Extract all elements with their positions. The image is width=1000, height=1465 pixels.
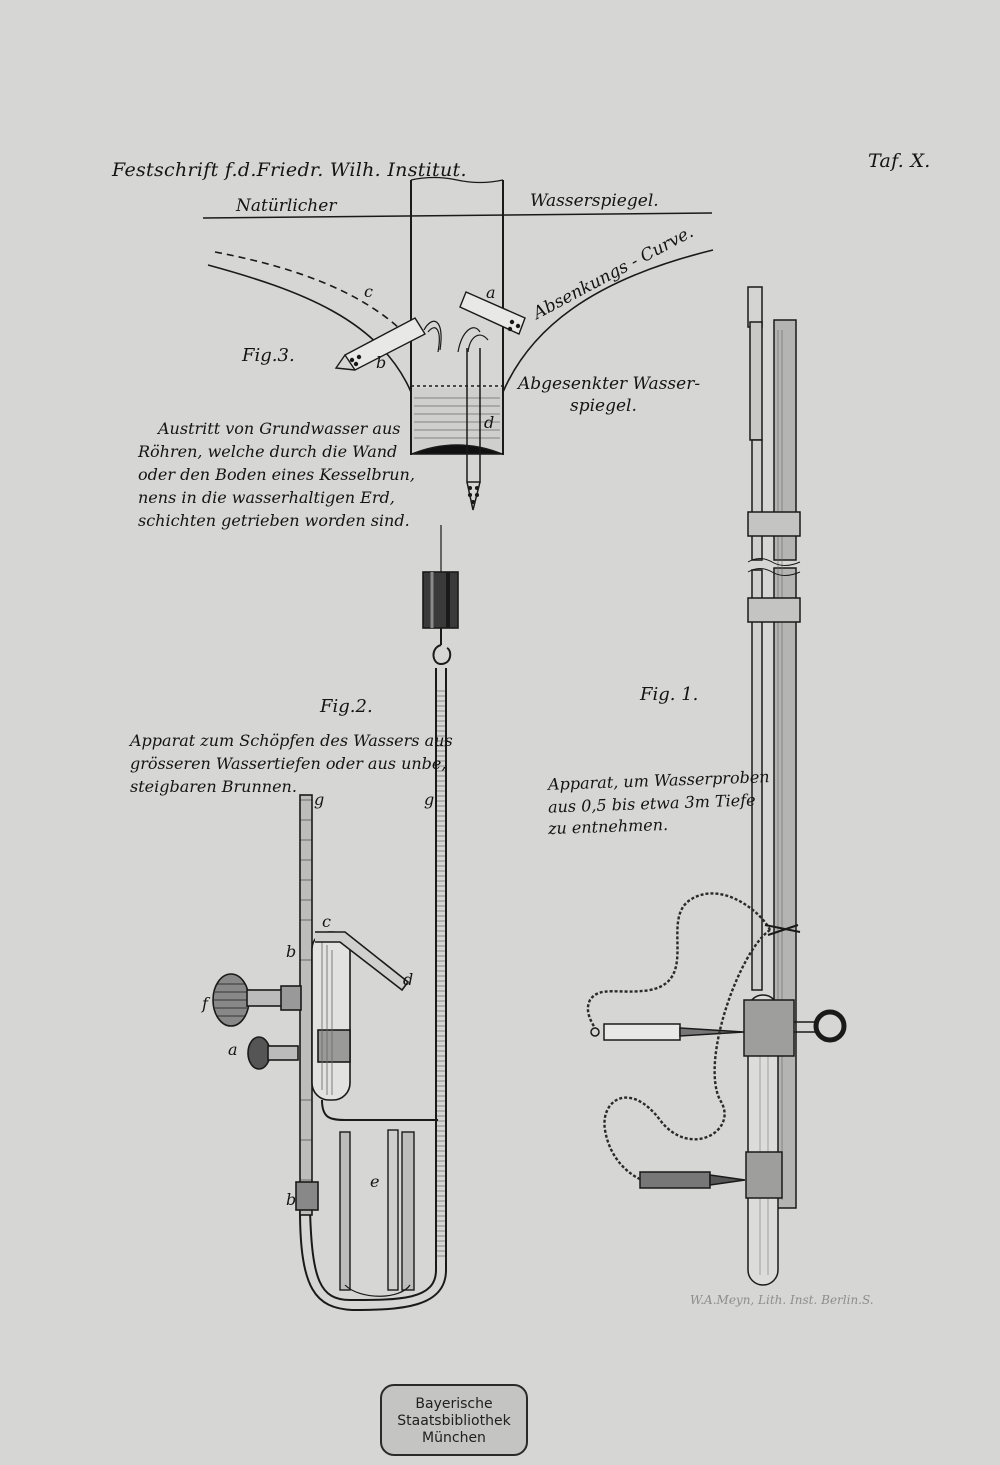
stamp-line: Bayerische xyxy=(415,1396,493,1412)
fig2-letter-b-upper: b xyxy=(286,942,297,961)
pipe-b xyxy=(334,317,426,371)
well-shaft-top-break xyxy=(410,176,504,184)
natural-water-level-label-left: Natürlicher xyxy=(236,196,337,216)
lowered-water-level-label: Abgesenkter Wasser- xyxy=(518,374,701,394)
fig1-drawing xyxy=(586,286,847,1286)
sample-tube xyxy=(747,994,779,1286)
lithographer-credit: W.A.Meyn, Lith. Inst. Berlin.S. xyxy=(690,1293,874,1307)
drawdown-curve-solid xyxy=(207,249,714,393)
weight xyxy=(422,571,459,629)
fig2-drawing xyxy=(212,525,459,1311)
water-jets xyxy=(423,320,489,353)
fig1-title: Fig. 1. xyxy=(640,684,699,705)
fig3-caption-line: Röhren, welche durch die Wand xyxy=(138,442,398,461)
fig1-caption-line: zu entnehmen. xyxy=(547,814,669,839)
plate-number: Taf. X. xyxy=(868,150,931,172)
fig3-caption-line: Austritt von Grundwasser aus xyxy=(158,419,401,438)
bottle xyxy=(311,931,351,1101)
ring xyxy=(813,1009,847,1043)
pipe-d xyxy=(466,348,481,511)
fig3-caption-line: schichten getrieben worden sind. xyxy=(138,511,410,530)
fig2-letter-b-lower: b xyxy=(286,1190,297,1209)
fig2-letter-f: f xyxy=(202,994,208,1013)
fig3-drawing xyxy=(202,176,714,511)
stamp-line: München xyxy=(422,1430,486,1446)
tube-clamp-lower xyxy=(745,1151,783,1199)
fig2-letter-a: a xyxy=(228,1040,238,1059)
stamp-line: Staatsbibliothek xyxy=(397,1413,511,1429)
natural-water-level-label-right: Wasserspiegel. xyxy=(530,191,659,211)
fig3-letter-c: c xyxy=(364,282,373,301)
fig3-caption-line: nens in die wasserhaltigen Erd, xyxy=(138,488,395,507)
pipe-a xyxy=(459,291,526,335)
rod-left xyxy=(747,286,763,991)
cord-2 xyxy=(603,929,771,1182)
library-stamp: Bayerische Staatsbibliothek München xyxy=(380,1384,528,1456)
lowered-water-level-label-2: spiegel. xyxy=(570,396,637,416)
fig2-letter-g-rod: g xyxy=(314,790,325,809)
clamp-lower xyxy=(747,597,801,623)
handle-g xyxy=(349,668,447,1311)
drawdown-curve-dashed xyxy=(214,251,412,341)
header-title: Festschrift f.d.Friedr. Wilh. Institut. xyxy=(112,159,467,181)
handle-g-shading xyxy=(437,690,445,1260)
cord-knot xyxy=(764,924,801,936)
slide-b-bottom xyxy=(295,1181,319,1211)
natural-water-level-line xyxy=(202,212,713,219)
fig2-letter-g-handle: g xyxy=(424,790,435,809)
stopper-lower xyxy=(639,1171,746,1189)
fig3-letter-d: d xyxy=(484,413,495,432)
ring-handle xyxy=(794,1021,815,1033)
rod-break xyxy=(747,558,801,576)
stopper-upper xyxy=(590,1023,745,1041)
fig3-title: Fig.3. xyxy=(242,345,295,366)
fig2-title: Fig.2. xyxy=(320,696,373,717)
bottle-tube xyxy=(321,1099,438,1121)
fig2-letter-e: e xyxy=(370,1172,380,1191)
fig2-letter-c: c xyxy=(322,912,331,931)
clamp-upper xyxy=(747,511,801,537)
cord xyxy=(586,892,772,1029)
fig3-letter-a: a xyxy=(486,283,496,302)
fig2-letter-d: d xyxy=(403,970,414,989)
fig2-caption-line: Apparat zum Schöpfen des Wassers aus xyxy=(130,731,453,750)
fig3-caption-line: oder den Boden eines Kesselbrun, xyxy=(138,465,415,484)
fig2-caption-line: grösseren Wassertiefen oder aus unbe, xyxy=(130,754,447,773)
hook xyxy=(432,628,452,666)
lever-c-d xyxy=(315,931,410,992)
fig3-letter-b: b xyxy=(376,353,387,372)
screw-a xyxy=(247,1036,299,1070)
screw-f xyxy=(212,973,302,1027)
tube-clamp-upper xyxy=(743,999,795,1057)
fig2-caption-line: steigbaren Brunnen. xyxy=(130,777,297,796)
tube-e xyxy=(339,1129,415,1297)
